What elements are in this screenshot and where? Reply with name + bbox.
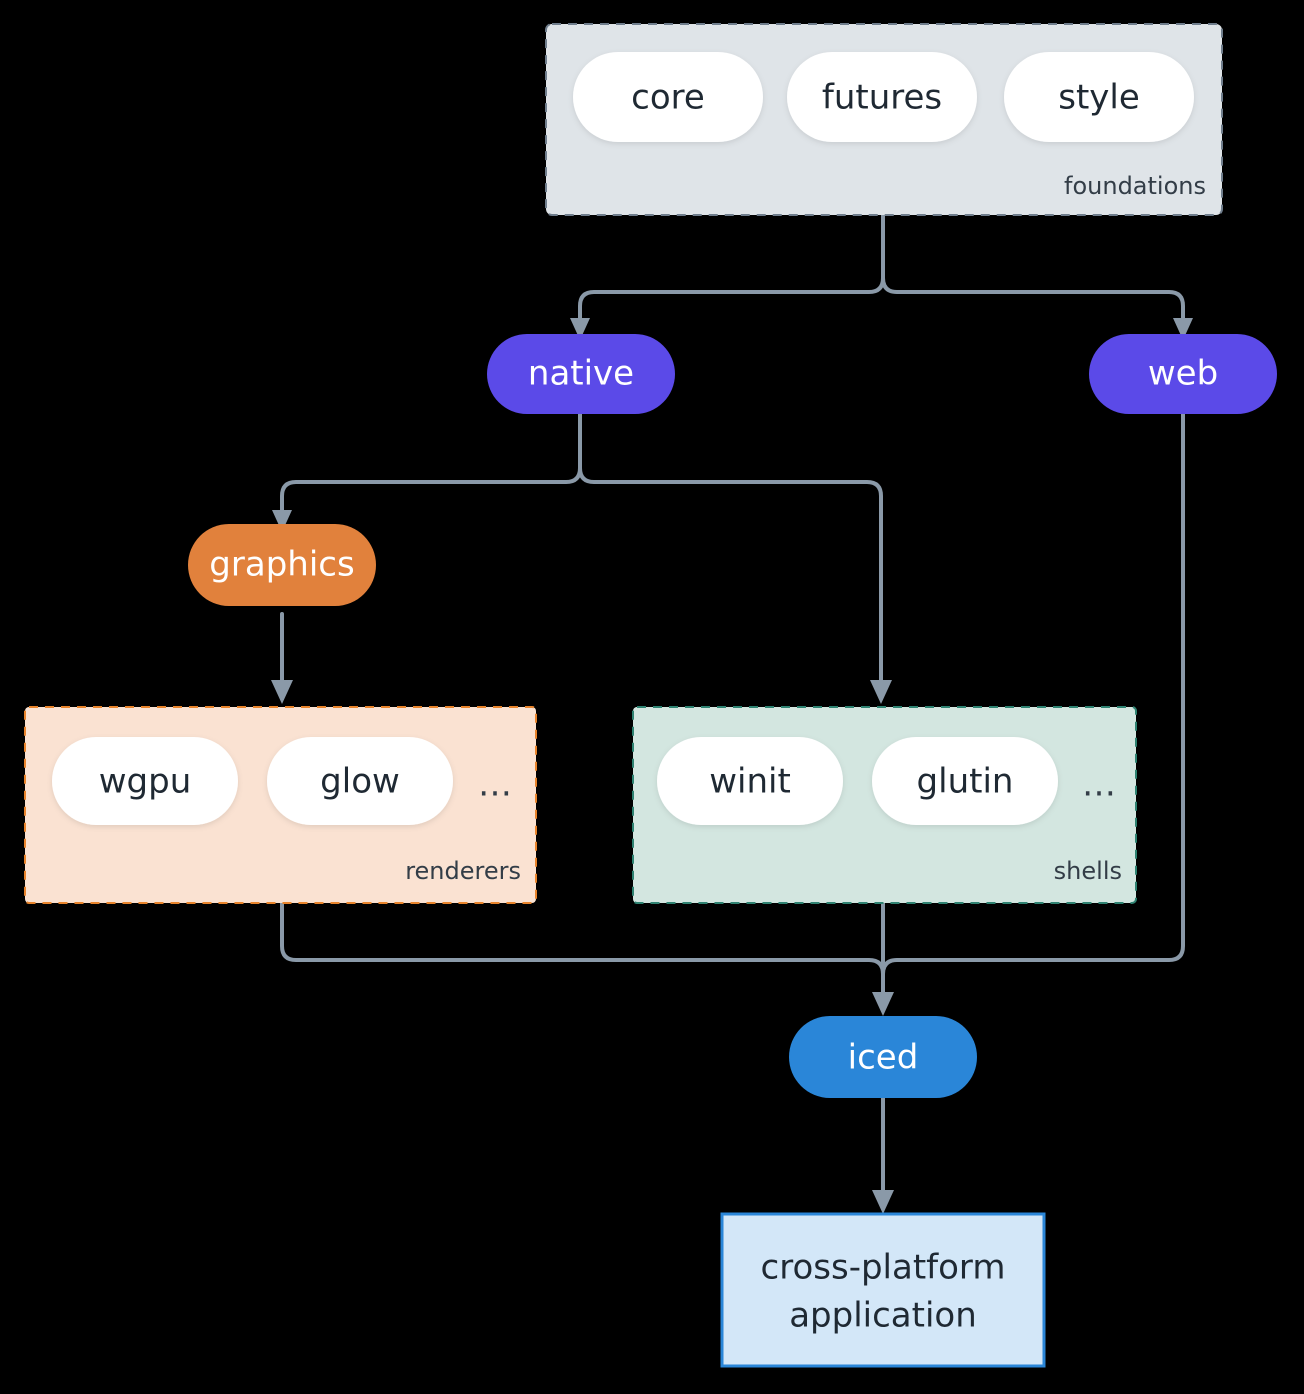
node-style-label: style — [1058, 78, 1140, 118]
node-glutin[interactable]: glutin — [872, 737, 1058, 825]
arrowhead-native-graphics — [272, 510, 292, 532]
edge-layer — [271, 214, 1193, 1214]
node-iced-shape[interactable] — [789, 1016, 977, 1098]
cluster-renderers-label: renderers — [405, 857, 521, 885]
node-winit-shape[interactable] — [657, 737, 843, 825]
node-web-shape[interactable] — [1089, 334, 1277, 414]
arrowhead-iced-application — [872, 1190, 894, 1214]
cluster-shells-label: shells — [1054, 857, 1122, 885]
node-glutin-shape[interactable] — [872, 737, 1058, 825]
node-winit[interactable]: winit — [657, 737, 843, 825]
node-native[interactable]: native — [487, 334, 675, 414]
edge-web-to-iced — [881, 412, 1185, 998]
cluster-shells: winit glutin … shells — [632, 706, 1137, 904]
edge-foundations-to-web — [881, 214, 1185, 324]
node-glutin-label: glutin — [917, 762, 1014, 802]
node-glow[interactable]: glow — [267, 737, 453, 825]
node-wgpu[interactable]: wgpu — [52, 737, 238, 825]
node-wgpu-label: wgpu — [99, 762, 192, 802]
node-core-shape[interactable] — [573, 52, 763, 142]
node-glow-label: glow — [320, 762, 400, 802]
node-futures[interactable]: futures — [787, 52, 977, 142]
arrowhead-foundations-native — [570, 318, 590, 340]
cluster-renderers: wgpu glow … renderers — [24, 706, 537, 904]
node-application[interactable]: cross-platform application — [720, 1212, 1046, 1368]
node-graphics-shape[interactable] — [188, 524, 376, 606]
cluster-foundations-label: foundations — [1064, 172, 1206, 200]
node-core[interactable]: core — [573, 52, 763, 142]
arrowhead-graphics-renderers — [271, 680, 293, 704]
edge-native-to-shells — [578, 412, 883, 684]
node-shells-more-label: … — [1082, 765, 1118, 805]
node-iced[interactable]: iced — [789, 1016, 977, 1098]
node-application-label-line1: cross-platform — [761, 1248, 1006, 1288]
node-iced-label: iced — [848, 1038, 919, 1078]
arrowhead-native-shells — [870, 680, 892, 704]
node-glow-shape[interactable] — [267, 737, 453, 825]
node-renderers-more-label: … — [478, 765, 514, 805]
arrowhead-foundations-web — [1173, 318, 1193, 340]
node-style[interactable]: style — [1004, 52, 1194, 142]
node-application-shape[interactable] — [720, 1212, 1046, 1368]
node-futures-label: futures — [822, 78, 942, 118]
node-web-label: web — [1148, 354, 1218, 394]
node-core-label: core — [631, 78, 705, 118]
node-style-shape[interactable] — [1004, 52, 1194, 142]
node-web[interactable]: web — [1089, 334, 1277, 414]
node-futures-shape[interactable] — [787, 52, 977, 142]
node-native-shape[interactable] — [487, 334, 675, 414]
node-winit-label: winit — [709, 762, 791, 802]
node-application-label-line2: application — [789, 1296, 977, 1336]
node-graphics-label: graphics — [209, 545, 354, 585]
node-native-label: native — [528, 354, 634, 394]
cluster-foundations: core futures style foundations — [545, 23, 1223, 216]
node-wgpu-shape[interactable] — [52, 737, 238, 825]
arrowhead-to-iced — [872, 992, 894, 1016]
node-graphics[interactable]: graphics — [188, 524, 376, 606]
